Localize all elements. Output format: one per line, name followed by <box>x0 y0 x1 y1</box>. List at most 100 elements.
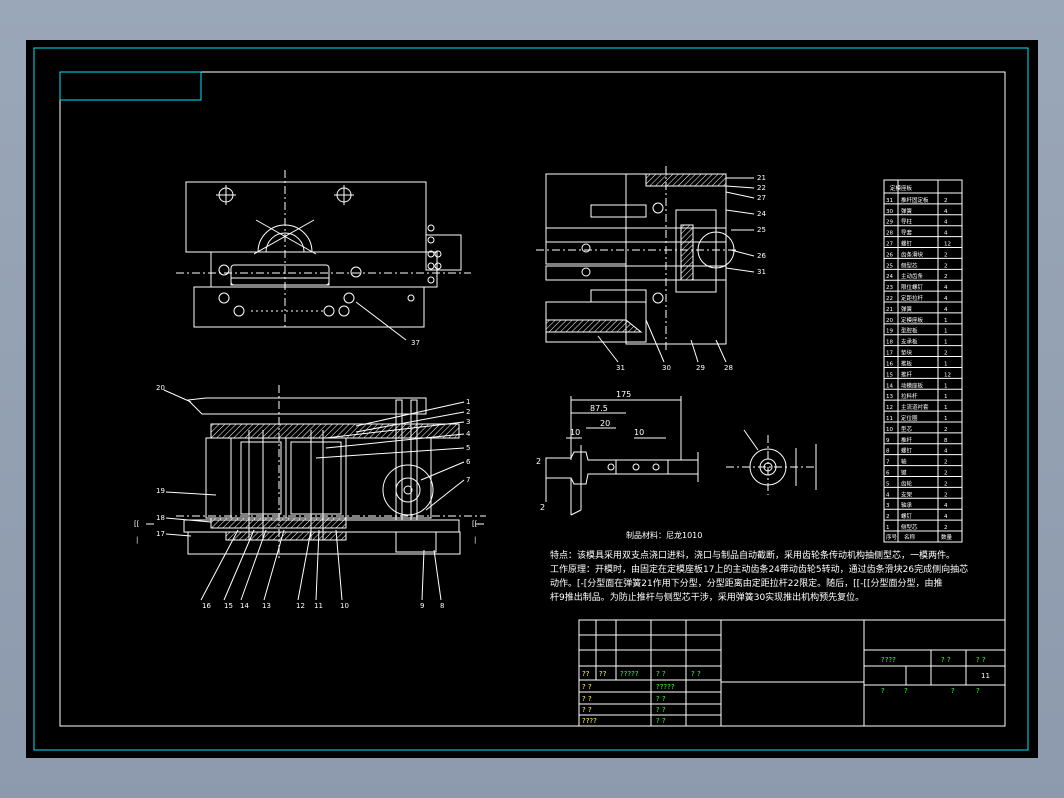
title-block-cell: ? ? <box>691 670 701 678</box>
top-view: 37 <box>176 170 471 347</box>
title-cell: ? <box>951 687 955 695</box>
bom-cell-name: 导柱 <box>901 218 913 226</box>
cad-viewport[interactable]: 37 [[ [[ | | <box>26 40 1038 758</box>
notes-line-4: 杆9推出制品。为防止推杆与侧型芯干涉，采用弹簧30实现推出机构预先复位。 <box>550 591 864 603</box>
bom-cell-no: 14 <box>886 383 893 389</box>
bom-cell-qty: 1 <box>944 383 948 389</box>
dim-20: 20 <box>600 419 610 428</box>
callout-label: 13 <box>262 602 271 610</box>
bom-cell-qty: 1 <box>944 329 948 335</box>
notes-line-2: 工作原理：开模时，由固定在定模座板17上的主动齿条24带动齿轮5转动，通过齿条滑… <box>550 563 968 575</box>
dim-2-bottom: 2 <box>540 503 545 512</box>
bom-cell-name: 型腔板 <box>901 327 918 335</box>
bom-cell-qty: 4 <box>944 296 948 302</box>
bom-cell-name: 轴 <box>901 458 907 466</box>
bom-cell-no: 16 <box>886 361 893 367</box>
callout-label: 10 <box>340 602 349 610</box>
bom-cell-no: 7 <box>886 460 890 466</box>
title-cell: ? ? <box>976 656 986 664</box>
title-block-cell: ? ? <box>656 717 666 725</box>
bom-cell-no: 10 <box>886 427 893 433</box>
bom-cell-no: 27 <box>886 242 893 248</box>
title-block-cell: ?? <box>582 670 590 678</box>
callout-label: 16 <box>202 602 211 610</box>
callout-label: 17 <box>156 530 165 538</box>
callout-label: 31 <box>757 268 766 276</box>
part-drawing: 175 87.5 20 10 10 2 2 制品材料：尼龙1010 <box>536 390 817 540</box>
bom-cell-qty: 4 <box>944 285 948 291</box>
bom-cell-name: 动模座板 <box>901 381 924 389</box>
bom-cell-qty: 1 <box>944 318 948 324</box>
callout-label: 3 <box>466 418 470 426</box>
callout-label: 5 <box>466 444 470 452</box>
bom-cell-qty: 4 <box>944 220 948 226</box>
callout-label: 21 <box>757 174 766 182</box>
bom-cell-qty: 4 <box>944 209 948 215</box>
callout-label: 1 <box>466 398 470 406</box>
bom-cell-name: 导套 <box>901 229 913 237</box>
bom-cell-name: 螺钉 <box>901 240 913 248</box>
bom-cell-no: 12 <box>886 405 893 411</box>
bom-cell-no: 2 <box>886 514 890 520</box>
corner-label-box <box>59 71 202 101</box>
title-block-cell: ? ? <box>582 695 592 703</box>
bom-cell-qty: 12 <box>944 372 951 378</box>
title-block-cell: ? ? <box>656 670 666 678</box>
bom-cell-no: 21 <box>886 307 893 313</box>
bom-cell-qty: 2 <box>944 351 948 357</box>
bom-cell-no: 4 <box>886 492 890 498</box>
bom-cell-no: 26 <box>886 252 893 258</box>
callout-label: 7 <box>466 476 470 484</box>
outer-frame <box>33 47 1029 751</box>
bom-cell-no: 11 <box>886 416 893 422</box>
callout-label: 4 <box>466 430 471 438</box>
callout-label: 26 <box>757 252 766 260</box>
bom-cell-qty: 2 <box>944 525 948 531</box>
side-view: 21 22 27 24 25 26 31 31 30 29 28 <box>536 166 766 372</box>
cad-drawing: 37 [[ [[ | | <box>33 47 1029 751</box>
callout-label: 31 <box>616 364 625 372</box>
dim-2-top: 2 <box>536 457 541 466</box>
bom-cell-no: 23 <box>886 285 893 291</box>
callout-label: 24 <box>757 210 766 218</box>
bom-cell-qty: 2 <box>944 481 948 487</box>
bom-cell-no: 19 <box>886 329 893 335</box>
title-cell: ? <box>881 687 885 695</box>
bom-cell-qty: 12 <box>944 242 951 248</box>
bom-cell-name: 主流道衬套 <box>901 403 929 411</box>
bom-cell-qty: 4 <box>944 449 948 455</box>
title-block-cell: ? ? <box>582 706 592 714</box>
bom-cell-name: 弹簧 <box>901 207 913 215</box>
bom-cell-name: 齿轮 <box>901 479 913 487</box>
bom-cell-no: 31 <box>886 198 893 204</box>
bom-cell-name: 型芯 <box>901 425 913 433</box>
callout-label: 22 <box>757 184 766 192</box>
bom-cell-qty: 1 <box>944 405 948 411</box>
bom-cell-qty: 2 <box>944 274 948 280</box>
bom-cell-qty: 2 <box>944 252 948 258</box>
bom-cell-qty: 4 <box>944 307 948 313</box>
callout-label: 2 <box>466 408 470 416</box>
section-mark-left-2: | <box>136 536 138 544</box>
sheet-number: 11 <box>981 672 990 680</box>
bom-cell-name: 键 <box>901 468 907 476</box>
bom-cell-qty: 1 <box>944 340 948 346</box>
bom-cell-qty: 2 <box>944 492 948 498</box>
dim-87-5: 87.5 <box>590 404 608 413</box>
bom-cell-qty: 2 <box>944 427 948 433</box>
callout-label: 20 <box>156 384 165 392</box>
callout-label: 6 <box>466 458 471 466</box>
callout-label: 14 <box>240 602 249 610</box>
title-cell: ? <box>976 687 980 695</box>
bom-cell-name: 拉料杆 <box>901 392 918 400</box>
bom-cell-qty: 1 <box>944 394 948 400</box>
bom-cell-qty: 1 <box>944 361 948 367</box>
bom-cell-no: 20 <box>886 318 893 324</box>
callout-label: 15 <box>224 602 233 610</box>
bom-cell-no: 3 <box>886 503 890 509</box>
section-mark-left-1: [[ <box>134 520 140 528</box>
bom-cell-qty: 4 <box>944 231 948 237</box>
section-view: [[ [[ | | 1 2 3 4 5 6 7 20 19 18 17 <box>134 384 486 610</box>
bom-cell-qty: 2 <box>944 470 948 476</box>
bom-cell-qty: 2 <box>944 263 948 269</box>
